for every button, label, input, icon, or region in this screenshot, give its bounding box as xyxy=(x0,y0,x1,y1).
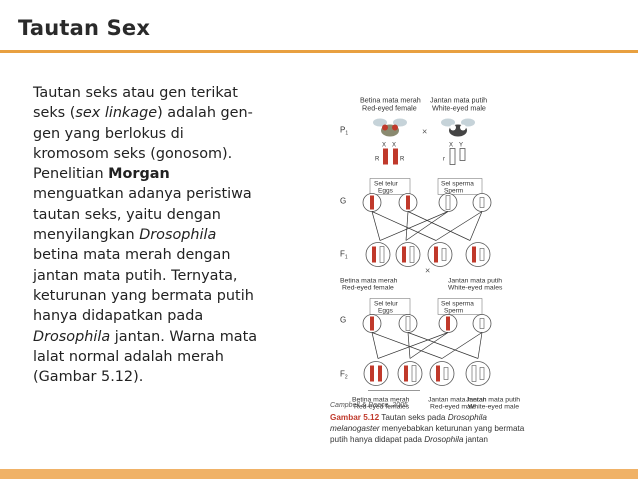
para-part-3: menguatkan adanya peristiwa tautan seks,… xyxy=(33,186,252,244)
cross-symbol-1: × xyxy=(422,127,427,137)
svg-text:X: X xyxy=(449,143,453,149)
f1-female-label-id: Betina mata merah xyxy=(340,278,398,285)
f1-male-label-id: Jantan mata putih xyxy=(448,278,502,285)
f1-male-label-en: White-eyed males xyxy=(448,285,503,292)
sperm-label-en-2: Sperm xyxy=(444,308,463,315)
f1-female-label-en: Red-eyed female xyxy=(342,285,394,292)
caption-text-1: Tautan seks pada xyxy=(379,413,448,422)
f2-male-red-label-id: Jantan mata merah xyxy=(428,397,487,404)
g2-to-f2-lines xyxy=(371,332,483,359)
f2-female-label-en: Red-eyed females xyxy=(354,404,410,411)
egg-label-en-1: Eggs xyxy=(378,188,394,195)
p1-female-label-en: Red-eyed female xyxy=(362,104,417,113)
gen-label-f2: F2 xyxy=(340,370,348,381)
egg-box-2 xyxy=(369,298,411,315)
gen-label-g1: G xyxy=(340,197,346,206)
gen-label-p1: P1 xyxy=(340,126,348,137)
sperm-box-2 xyxy=(437,298,483,315)
caption-label: Gambar 5.12 xyxy=(330,413,380,422)
fly-red-eyed-icon xyxy=(373,118,407,137)
egg-label-id-1: Sel telur xyxy=(374,181,399,188)
figure-caption: Gambar 5.12 Tautan seks pada Drosophila … xyxy=(330,412,525,445)
caption-text-2: menyebabkan keturunan yang bermata putih… xyxy=(330,424,525,444)
p1-male-label-en: White-eyed male xyxy=(432,104,486,113)
caption-italic-2: Drosophila xyxy=(424,435,464,444)
sperm-box-1 xyxy=(437,178,483,195)
cross-symbol-2: × xyxy=(425,266,430,276)
svg-text:X: X xyxy=(382,143,386,149)
p1-male-chromosomes: X Y r xyxy=(443,143,466,165)
figure-credit: Campbell & Reece, 2005 xyxy=(330,402,408,409)
para-part-2: ) adalah gen-gen yang berlokus di kromos… xyxy=(33,105,253,183)
p1-female-chromosomes: X X R R xyxy=(375,143,405,165)
title-rule xyxy=(0,50,638,53)
svg-text:R: R xyxy=(400,157,405,163)
f2-female-label-id: Betina mata merah xyxy=(352,397,410,404)
svg-text:R: R xyxy=(375,157,380,163)
para-bold-morgan: Morgan xyxy=(108,166,170,183)
caption-text-3: jantan xyxy=(463,435,488,444)
egg-label-en-2: Eggs xyxy=(378,308,394,315)
para-part-5: jantan. Warna mata lalat normal adalah m… xyxy=(33,328,258,386)
egg-label-id-2: Sel telur xyxy=(374,301,399,308)
slide-title: Tautan Sex xyxy=(18,16,151,40)
para-part-4: betina mata merah dengan jantan mata put… xyxy=(33,247,254,325)
f2-male-white-label-id: Jantan mata putih xyxy=(466,397,520,404)
gen-label-g2: G xyxy=(340,316,346,325)
sperm-label-id-1: Sel sperma xyxy=(441,181,474,188)
gen-label-f1: F1 xyxy=(340,250,348,261)
svg-text:X: X xyxy=(392,143,396,149)
f2-male-red-label-en: Red-eyed male xyxy=(430,404,476,411)
svg-text:r: r xyxy=(443,157,445,163)
p1-female-label-id: Betina mata merah xyxy=(360,96,421,105)
f2-offspring xyxy=(363,361,491,386)
sperm-label-en-1: Sperm xyxy=(444,188,463,195)
sperm-label-id-2: Sel sperma xyxy=(441,301,474,308)
fly-white-eyed-icon xyxy=(441,118,475,137)
para-italic-drosophila-2: Drosophila xyxy=(33,328,111,345)
g1-to-f1-lines xyxy=(371,211,483,241)
para-part-1: Tautan seks atau gen terikat seks ( xyxy=(33,85,238,122)
caption-italic-1: Drosophila melanogaster xyxy=(330,413,487,433)
title-bar: Tautan Sex xyxy=(0,0,638,52)
f1-offspring xyxy=(365,242,491,267)
egg-box-1 xyxy=(369,178,411,195)
para-italic-sex-linkage: sex linkage xyxy=(75,105,158,122)
f2-male-white-label-en: White-eyed male xyxy=(468,404,519,411)
g2-gametes xyxy=(362,314,492,333)
svg-text:Y: Y xyxy=(459,143,463,149)
bottom-accent-bar xyxy=(0,469,638,479)
g1-gametes xyxy=(362,193,492,212)
para-italic-drosophila-1: Drosophila xyxy=(139,227,217,244)
p1-male-label-id: Jantan mata putih xyxy=(430,96,487,105)
body-paragraph: Tautan seks atau gen terikat seks (sex l… xyxy=(33,83,261,387)
cross-diagram: Betina mata merah Red-eyed female Jantan… xyxy=(340,96,520,411)
